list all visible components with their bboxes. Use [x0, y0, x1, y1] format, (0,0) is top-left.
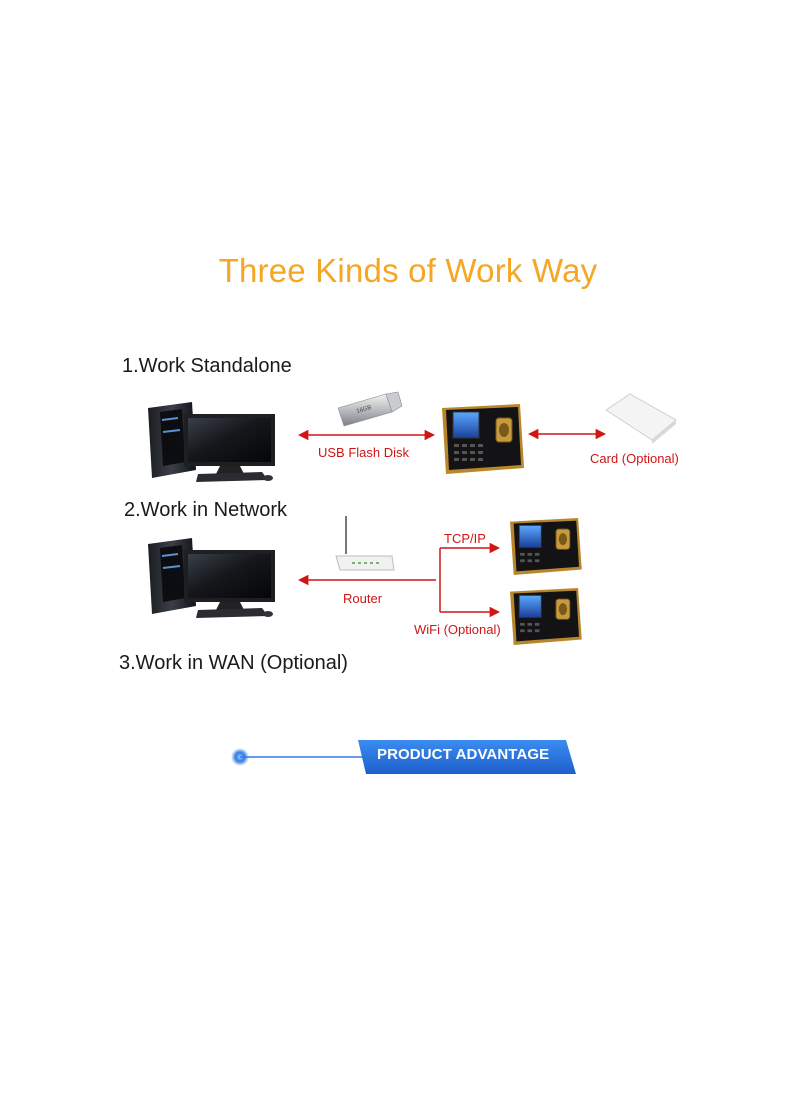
computer-icon	[148, 538, 275, 618]
product-advantage-banner	[231, 740, 576, 774]
usb-flash-disk-icon: 16GB	[337, 391, 403, 427]
product-advantage-label: PRODUCT ADVANTAGE	[377, 746, 550, 763]
attendance-terminal-icon	[510, 518, 582, 576]
router-icon	[335, 516, 395, 571]
diagram-title: Three Kinds of Work Way	[218, 252, 598, 289]
usb-flash-disk-label: USB Flash Disk	[318, 445, 410, 460]
tcpip-label: TCP/IP	[444, 531, 486, 546]
banner-shape	[358, 740, 576, 774]
computer-icon	[148, 402, 275, 482]
attendance-terminal-icon	[442, 404, 524, 474]
router-label: Router	[343, 591, 383, 606]
card-label: Card (Optional)	[590, 451, 679, 466]
usb-capacity-text: 16GB	[356, 405, 372, 415]
section-label-wan: 3.Work in WAN (Optional)	[119, 652, 348, 674]
attendance-terminal-icon	[510, 588, 582, 646]
section-label-standalone: 1.Work Standalone	[122, 355, 292, 377]
rfid-card-icon	[605, 393, 677, 444]
section-label-network: 2.Work in Network	[124, 499, 288, 521]
wifi-label: WiFi (Optional)	[414, 622, 501, 637]
